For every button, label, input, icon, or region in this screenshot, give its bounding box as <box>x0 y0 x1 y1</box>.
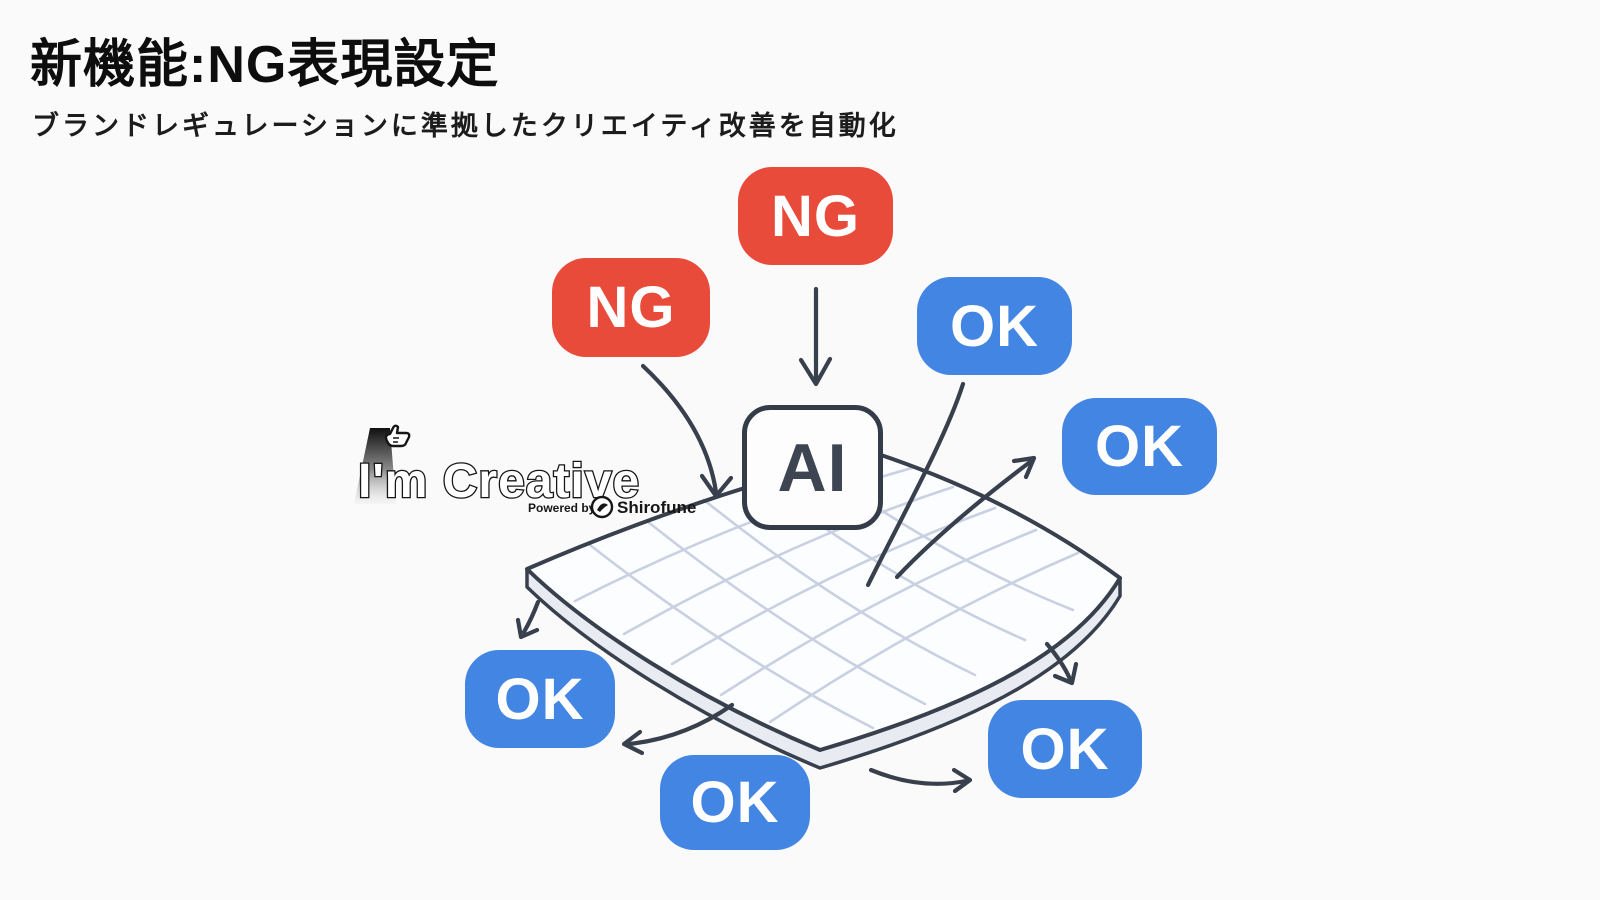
arrowhead-ng-top-to-ai <box>798 356 833 387</box>
badge-label: OK <box>1095 414 1184 479</box>
badge-ng-left: NG <box>552 258 710 357</box>
arrowhead-down-to-ok-bottom-right <box>1052 661 1079 686</box>
badge-label: NG <box>586 275 676 340</box>
badge-label: OK <box>1020 716 1110 782</box>
arrow-down-to-ok-bottom-right <box>1044 641 1073 682</box>
arrowhead-to-ok-bottom-center <box>621 729 645 756</box>
arrowhead-to-ok-bottom-left <box>515 617 540 640</box>
shirofune-logo-icon <box>590 495 614 519</box>
page-title: 新機能:NG表現設定 <box>30 36 500 94</box>
ai-box: AI <box>742 405 883 530</box>
badge-ok-right: OK <box>1062 398 1217 495</box>
arrow-to-ok-bottom-left <box>521 599 541 635</box>
badge-ok-top: OK <box>917 277 1072 375</box>
badge-label: OK <box>950 293 1039 359</box>
badge-ng-top: NG <box>738 167 893 265</box>
arrow-right-to-ok-bottom-right <box>868 767 969 786</box>
badge-label: OK <box>495 666 585 732</box>
arrow-to-ok-bottom-center <box>626 702 735 747</box>
page-subtitle: ブランドレギュレーションに準拠したクリエイティ改善を自動化 <box>32 111 899 141</box>
badge-label: NG <box>771 183 860 249</box>
thumbs-up-icon <box>384 424 411 448</box>
ai-box-label: AI <box>777 429 848 506</box>
logo-beam <box>354 428 396 504</box>
shirofune-brand: Shirofune <box>617 498 696 517</box>
arrowhead-mesh-to-ok-right <box>1011 455 1037 480</box>
im-creative-logo: I'm Creative Powered by Shirofune <box>350 422 710 527</box>
badge-label: OK <box>690 770 780 835</box>
arrow-mesh-to-ok-right <box>894 459 1033 580</box>
badge-ok-bottom-center: OK <box>660 755 810 850</box>
badge-ok-bottom-right: OK <box>988 700 1142 798</box>
powered-by-label: Powered by <box>528 501 596 515</box>
arrowhead-right-to-ok-bottom-right <box>951 767 973 794</box>
badge-ok-bottom-left: OK <box>465 650 615 748</box>
